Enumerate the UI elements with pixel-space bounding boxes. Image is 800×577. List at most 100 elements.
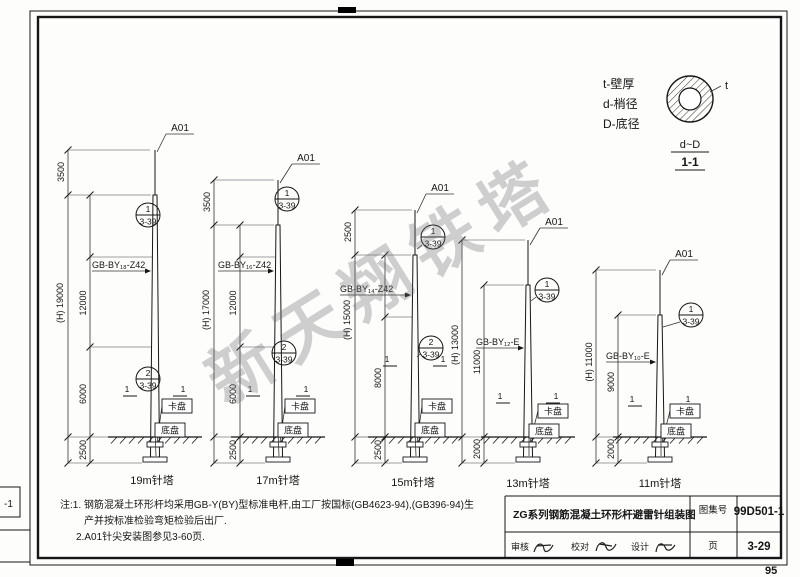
dim-top: 3500 — [56, 162, 66, 182]
base-label: 底盘 — [667, 426, 685, 437]
pole-spec-label: GB-BY₁₈-Z42 — [92, 260, 145, 270]
base-plate — [515, 456, 541, 463]
dim-mid2: 6000 — [228, 384, 238, 404]
base-label: 底盘 — [161, 425, 179, 436]
page-label: 页 — [708, 541, 718, 552]
dim-mid1: 11000 — [472, 350, 482, 374]
tip-label: A01 — [297, 153, 315, 164]
detail-ref: 3-39 — [538, 292, 555, 302]
tip-label: A01 — [545, 217, 563, 228]
section-mark: 1 — [125, 384, 130, 394]
pole-13m: A01 1 3-39 GB-BY₁₂-E (H) 13000 11000 200… — [450, 217, 576, 490]
pole-name: 19m针塔 — [130, 473, 173, 487]
clamp-label: 卡盘 — [168, 401, 186, 412]
pole-name: 15m针塔 — [391, 475, 434, 489]
legend: t-壁厚 d-梢径 D-底径 t d~D 1-1 — [603, 75, 728, 171]
dim-total: (H) 19000 — [55, 283, 65, 323]
detail-ref: 3-39 — [139, 381, 156, 391]
section-mark: 1 — [248, 384, 253, 394]
detail-number: 1 — [285, 188, 290, 198]
checker-signature — [595, 542, 617, 552]
detail-ref: 3-39 — [682, 317, 699, 327]
detail-number: 2 — [429, 337, 434, 347]
pole-spec-label: GB-BY₁₆-Z42 — [218, 260, 271, 270]
spec-arrow — [518, 345, 524, 351]
pole-spec-label: GB-BY₁₀-E — [606, 351, 650, 361]
clamp-plate — [519, 441, 537, 448]
outer-frame — [29, 10, 788, 566]
tip-leader — [661, 259, 671, 276]
section-mark: 1 — [554, 391, 559, 401]
dim-buried: 2000 — [472, 439, 482, 459]
detail-ref: 3-39 — [424, 239, 441, 249]
atlas-number-value: 99D501-1 — [734, 506, 785, 518]
spec-arrow — [405, 292, 411, 298]
spec-arrow — [650, 359, 656, 365]
section-mark: 1 — [498, 391, 503, 401]
dim-mid1: 8000 — [373, 368, 383, 388]
t-mark: t — [725, 80, 728, 92]
base-label: 底盘 — [535, 426, 553, 437]
dim-total: (H) 11000 — [584, 342, 594, 381]
tip-label: A01 — [675, 249, 693, 260]
left-edge-partial-box: -1 — [0, 486, 31, 563]
clamp-plate — [651, 441, 669, 448]
dim-buried: 2500 — [373, 440, 383, 460]
clamp-label: 卡盘 — [291, 401, 309, 412]
detail-ref: 3-39 — [275, 355, 292, 365]
tip-leader — [279, 163, 293, 184]
legend-wall-thickness: t-壁厚 — [603, 76, 634, 91]
side-tab-label: -1 — [4, 499, 13, 510]
detail-number: 1 — [689, 304, 694, 314]
clamp-label: 卡盘 — [544, 406, 562, 417]
t-leader-line — [709, 85, 722, 93]
tip-leader — [529, 227, 541, 246]
spec-arrow — [145, 268, 151, 274]
pole-spec-label: GB-BY₁₄-Z42 — [340, 284, 393, 294]
dim-total: (H) 17000 — [201, 290, 211, 330]
base-label: 底盘 — [421, 425, 439, 436]
section-ring-inner — [678, 87, 702, 111]
pole-19m: A01 1 3-39 2 3-39 GB-BY₁₈-Z42 3500 (H) 1… — [55, 123, 203, 487]
legend-bottom-diameter: D-底径 — [603, 116, 640, 131]
clamp-label: 卡盘 — [428, 401, 446, 412]
spec-arrow — [268, 268, 274, 274]
base-plate — [265, 456, 291, 463]
base-label: 底盘 — [284, 425, 302, 436]
reviewer-label: 审核 — [511, 541, 529, 552]
note-line-3: 2.A01针尖安装图参见3-60页. — [76, 530, 205, 543]
pole-body — [149, 194, 161, 458]
legend-top-diameter: d-梢径 — [603, 96, 638, 111]
inner-frame — [36, 15, 783, 560]
title-block: ZG系列钢筋混凝土环形杆避雷针组装图 图集号 99D501-1 页 3-29 审… — [504, 495, 785, 558]
base-plate — [142, 456, 168, 463]
note-line-2: 产并按标准检验弯矩检验后出厂. — [84, 514, 227, 527]
detail-number: 2 — [146, 368, 151, 378]
detail-number: 1 — [431, 226, 436, 236]
notes: 注:1. 钢筋混凝土环形杆均采用GB-Y(BY)型标准电杆,由工厂按国标(GB4… — [60, 498, 474, 543]
section-mark: 1 — [686, 394, 691, 404]
pole-17m: A01 1 3-39 2 3-39 GB-BY₁₆-Z42 3500 (H) 1… — [201, 153, 326, 487]
dim-mid1: 9000 — [606, 372, 616, 392]
clamp-plate — [146, 441, 164, 448]
dim-buried: 2000 — [606, 439, 616, 459]
dim-top: 2500 — [343, 222, 353, 242]
pole-15m: A01 1 3-39 2 3-39 GB-BY₁₄-Z42 2500 (H) 1… — [340, 183, 463, 489]
binding-notch-bottom — [336, 559, 354, 566]
dim-top: 3500 — [202, 192, 212, 212]
page-value: 3-29 — [747, 541, 770, 553]
detail-number: 1 — [146, 204, 151, 214]
section-mark: 1 — [181, 384, 186, 394]
detail-ref: 3-39 — [422, 350, 439, 360]
clamp-label: 卡盘 — [676, 406, 694, 417]
section-mark: 1 — [385, 354, 390, 364]
base-plate — [647, 456, 673, 463]
section-mark: 1 — [304, 384, 309, 394]
base-plate — [402, 456, 428, 463]
tip-label: A01 — [171, 123, 189, 134]
pole-11m: A01 1 3-39 GB-BY₁₀-E (H) 11000 9000 2000… — [584, 249, 708, 490]
drawing-title: ZG系列钢筋混凝土环形杆避雷针组装图 — [513, 508, 696, 521]
pole-name: 17m针塔 — [256, 473, 299, 487]
section-mark: 1 — [441, 354, 446, 364]
